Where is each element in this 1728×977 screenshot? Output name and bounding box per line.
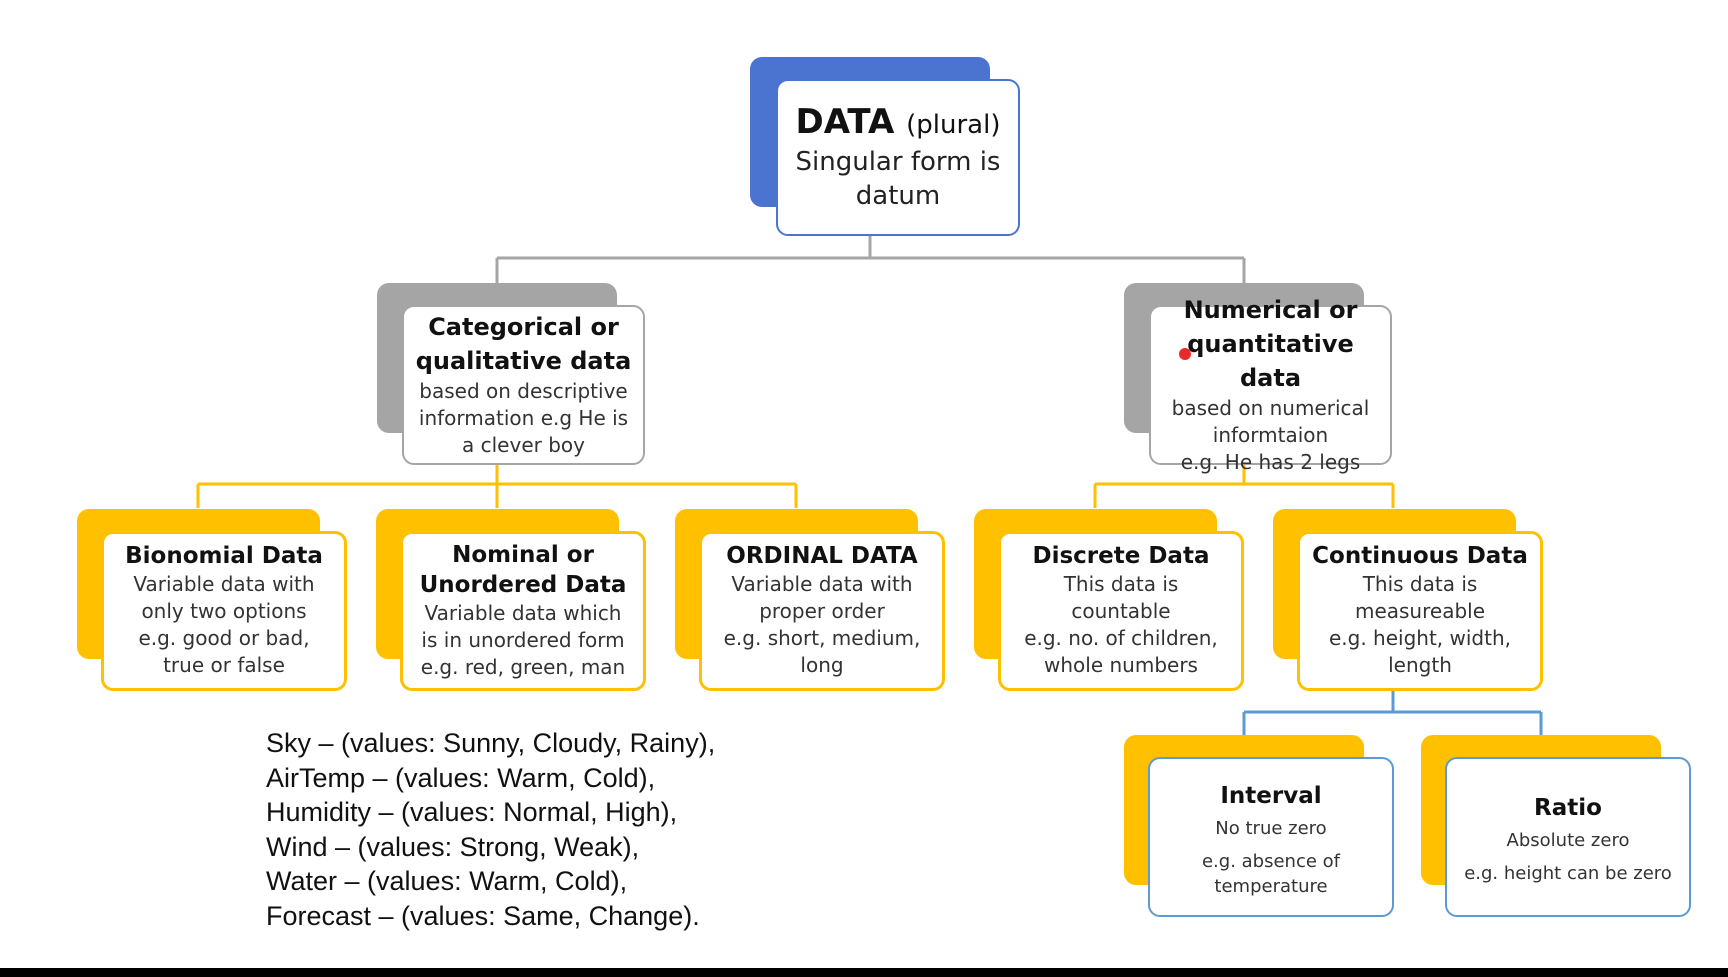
binomial-desc-2: only two options — [141, 599, 307, 623]
attribute-examples: Sky – (values: Sunny, Cloudy, Rainy), Ai… — [266, 726, 715, 933]
ordinal-desc-2: proper order — [759, 599, 885, 623]
nominal-title-1: Nominal or — [452, 541, 594, 568]
binomial-desc-1: Variable data with — [133, 572, 315, 596]
nominal-desc-1: Variable data which — [424, 600, 622, 625]
interval-title: Interval — [1220, 782, 1322, 809]
binomial-desc-4: true or false — [163, 653, 285, 677]
node-card: Bionomial Data Variable data with only t… — [101, 531, 347, 691]
interval-desc-1: No true zero — [1215, 817, 1327, 839]
categorical-desc-2: information e.g He is — [418, 405, 629, 430]
root-line-1: Singular form is — [795, 147, 1001, 177]
discrete-title: Discrete Data — [1032, 543, 1210, 569]
root-title: DATA — [795, 102, 895, 142]
node-card: Continuous Data This data is measureable… — [1297, 531, 1543, 691]
ordinal-desc-1: Variable data with — [731, 572, 913, 596]
discrete-desc-4: whole numbers — [1044, 653, 1198, 677]
continuous-desc-2: measureable — [1354, 599, 1486, 623]
example-line: Water – (values: Warm, Cold), — [266, 866, 628, 896]
categorical-desc-1: based on descriptive — [419, 378, 628, 403]
ratio-title: Ratio — [1534, 795, 1602, 821]
continuous-title: Continuous Data — [1312, 543, 1528, 569]
ratio-desc-1: Absolute zero — [1506, 830, 1630, 851]
nominal-desc-3: e.g. red, green, man — [420, 654, 626, 679]
numerical-desc-1: based on numerical — [1171, 395, 1370, 420]
numerical-desc-2: informtaion — [1212, 422, 1329, 447]
example-line: Humidity – (values: Normal, High), — [266, 797, 678, 827]
continuous-desc-1: This data is — [1362, 572, 1478, 596]
continuous-desc-3: e.g. height, width, — [1328, 626, 1512, 650]
example-line: AirTemp – (values: Warm, Cold), — [266, 762, 656, 793]
discrete-desc-3: e.g. no. of children, — [1024, 626, 1218, 650]
discrete-desc-2: countable — [1071, 599, 1171, 623]
example-line: Forecast – (values: Same, Change). — [266, 900, 700, 931]
node-card: Ratio Absolute zero e.g. height can be z… — [1445, 757, 1691, 917]
categorical-desc-3: a clever boy — [462, 432, 585, 457]
example-line: Sky – (values: Sunny, Cloudy, Rainy), — [266, 728, 716, 758]
connector-root — [495, 236, 1246, 288]
node-card: ORDINAL DATA Variable data with proper o… — [699, 531, 945, 691]
connector-continuous — [1242, 690, 1543, 735]
nominal-desc-2: is in unordered form — [421, 627, 625, 652]
root-line-2: datum — [855, 181, 941, 211]
node-card: Nominal or Unordered Data Variable data … — [400, 531, 646, 691]
numerical-title-2: quantitative data — [1187, 329, 1354, 392]
node-card: DATA (plural) Singular form is datum — [776, 79, 1020, 236]
ordinal-desc-4: long — [800, 653, 844, 677]
binomial-title: Bionomial Data — [125, 543, 323, 569]
ratio-desc-2: e.g. height can be zero — [1464, 863, 1672, 884]
ordinal-title: ORDINAL DATA — [726, 543, 918, 569]
connector-categorical — [196, 462, 798, 508]
node-card: Interval No true zero e.g. absence of te… — [1148, 757, 1394, 917]
node-card: Numerical or quantitative data based on … — [1149, 296, 1392, 474]
node-card: Discrete Data This data is countable e.g… — [998, 531, 1244, 691]
continuous-desc-4: length — [1388, 653, 1452, 677]
binomial-desc-3: e.g. good or bad, — [138, 626, 310, 650]
categorical-title-2: qualitative data — [415, 346, 632, 375]
interval-desc-3: temperature — [1214, 875, 1328, 897]
numerical-desc-3: e.g. He has 2 legs — [1180, 449, 1361, 474]
ordinal-desc-3: e.g. short, medium, — [723, 626, 921, 650]
video-bottom-bar — [0, 968, 1728, 977]
interval-desc-2: e.g. absence of — [1201, 850, 1341, 872]
categorical-title-1: Categorical or — [428, 312, 619, 341]
node-card: Categorical or qualitative data based on… — [402, 305, 645, 465]
root-title-line: DATA (plural) — [796, 102, 1001, 145]
root-title-suffix: (plural) — [906, 110, 1001, 140]
example-line: Wind – (values: Strong, Weak), — [266, 831, 640, 862]
numerical-title-1: Numerical or — [1183, 295, 1358, 324]
discrete-desc-1: This data is — [1063, 572, 1179, 596]
laser-pointer-dot — [1179, 348, 1191, 360]
nominal-title-2: Unordered Data — [419, 571, 627, 598]
